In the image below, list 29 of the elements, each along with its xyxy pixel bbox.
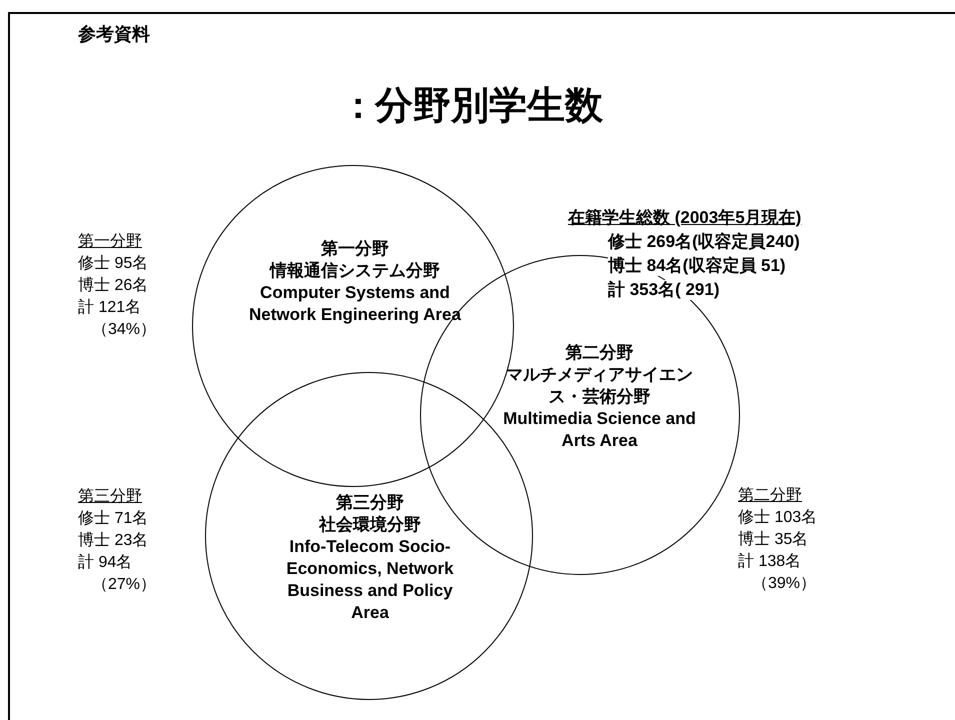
count-label: 修士 103名 bbox=[738, 508, 818, 528]
total-count: 修士 269名(収容定員240) bbox=[608, 232, 800, 252]
count-label: 計 94名 bbox=[78, 553, 132, 572]
count-label: 博士 23名 bbox=[78, 531, 148, 550]
count-label: 計 121名 bbox=[78, 298, 142, 318]
percentage-label: （27%） bbox=[92, 575, 156, 594]
field-number: 第三分野 bbox=[336, 492, 404, 514]
field-heading: 第二分野 bbox=[738, 486, 802, 506]
percentage-label: （39%） bbox=[752, 574, 816, 594]
field-heading: 第三分野 bbox=[78, 487, 142, 506]
field-number: 第一分野 bbox=[321, 238, 389, 260]
field-name-ja: 社会環境分野 bbox=[319, 514, 421, 536]
header-label: 参考資料 bbox=[78, 24, 150, 46]
count-label: 博士 26名 bbox=[78, 276, 148, 296]
field-name-ja: 情報通信システム分野 bbox=[270, 260, 440, 282]
field-number: 第二分野 bbox=[566, 342, 634, 364]
count-label: 修士 95名 bbox=[78, 254, 148, 274]
title: : 分野別学生数 bbox=[352, 84, 604, 129]
total-heading: 在籍学生総数 (2003年5月現在) bbox=[568, 208, 802, 228]
count-label: 修士 71名 bbox=[78, 509, 148, 528]
count-label: 計 138名 bbox=[738, 552, 802, 572]
count-label: 博士 35名 bbox=[738, 530, 808, 550]
field-heading: 第一分野 bbox=[78, 232, 142, 252]
field-name-ja: マルチメディアサイエンス・芸術分野 bbox=[505, 364, 694, 408]
field-name-en: Multimedia Science and Arts Area bbox=[502, 408, 697, 452]
total-count: 計 353名( 291) bbox=[608, 280, 720, 300]
total-count: 博士 84名(収容定員 51) bbox=[608, 256, 786, 276]
percentage-label: （34%） bbox=[92, 320, 156, 340]
field-name-en: Info-Telecom Socio-Economics, Network Business and Policy Area bbox=[285, 536, 455, 624]
